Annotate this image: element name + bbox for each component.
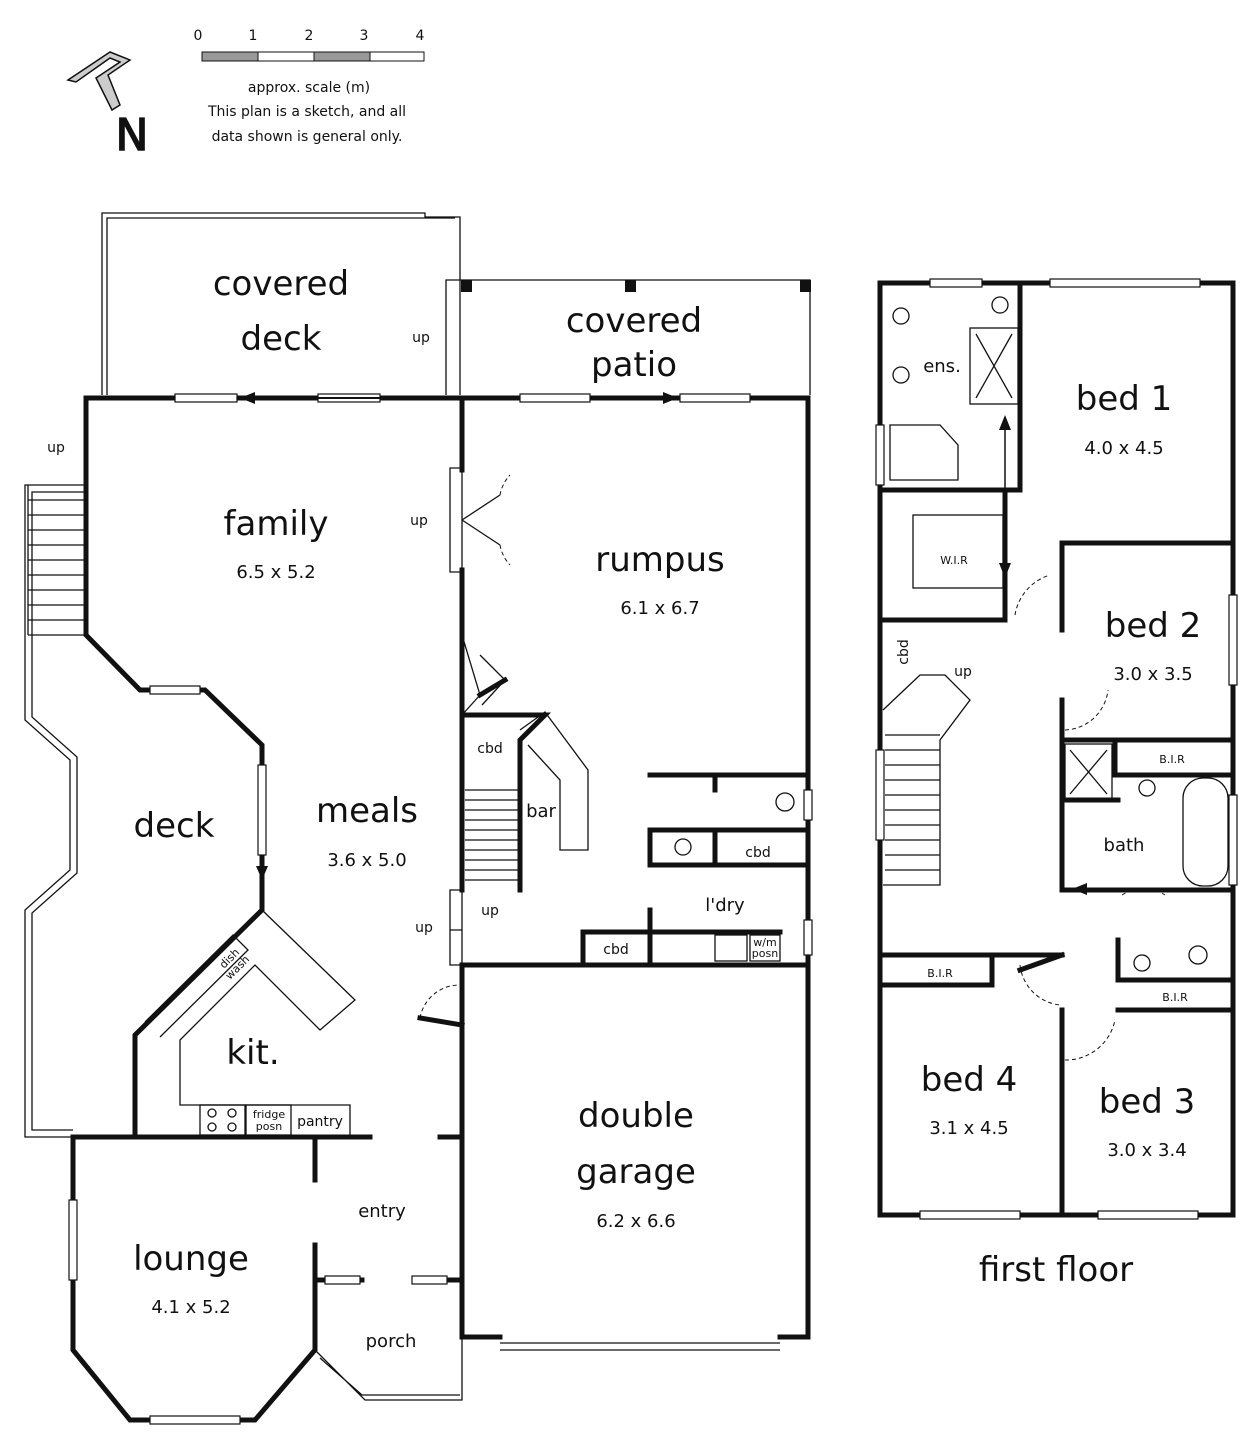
scale-tick: 4	[416, 28, 425, 44]
deck-label: deck	[134, 806, 215, 846]
stairs-up-label: up	[954, 664, 972, 680]
ground-floor	[24, 212, 813, 1425]
disclaimer: This plan is a sketch, and all	[207, 104, 406, 120]
garage-label: garage	[576, 1152, 696, 1192]
family-dimensions: 6.5 x 5.2	[236, 562, 315, 583]
meals-label: meals	[316, 791, 418, 831]
north-letter: N	[116, 110, 149, 161]
bed3-dimensions: 3.0 x 3.4	[1107, 1140, 1186, 1161]
lounge-dimensions: 4.1 x 5.2	[151, 1297, 230, 1318]
pantry-label: pantry	[297, 1114, 343, 1130]
scale-tick: 3	[360, 28, 369, 44]
family-label: family	[224, 504, 329, 544]
first-floor-labels: bed 1 4.0 x 4.5 bed 2 3.0 x 3.5 bed 3 3.…	[896, 356, 1201, 1290]
bed1-label: bed 1	[1076, 379, 1173, 419]
scale-bar: 0 1 2 3 4 approx. scale (m) This plan is…	[194, 28, 425, 145]
bed4-dimensions: 3.1 x 4.5	[929, 1118, 1008, 1139]
fridge-label: posn	[256, 1120, 282, 1133]
ensuite-label: ens.	[923, 356, 961, 377]
covered-patio-label: patio	[591, 345, 677, 385]
scale-tick: 1	[249, 28, 258, 44]
scale-label: approx. scale (m)	[248, 80, 370, 96]
bar-label: bar	[526, 801, 556, 822]
kitchen-label: kit.	[226, 1033, 279, 1073]
covered-deck-label: covered	[213, 264, 349, 304]
laundry-label: l'dry	[705, 895, 745, 916]
wir-label: W.I.R	[940, 554, 968, 567]
washing-machine-label: w/m	[753, 936, 776, 949]
rumpus-dimensions: 6.1 x 6.7	[620, 598, 699, 619]
entry-label: entry	[358, 1201, 406, 1222]
cbd-label: cbd	[745, 845, 770, 861]
bath-label: bath	[1104, 835, 1145, 856]
stairs-up-label: up	[415, 920, 433, 936]
stairs-up-label: up	[410, 513, 428, 529]
garage-label: double	[578, 1096, 694, 1136]
rumpus-label: rumpus	[595, 540, 725, 580]
bed2-dimensions: 3.0 x 3.5	[1113, 664, 1192, 685]
covered-patio-label: covered	[566, 301, 702, 341]
bir-label: B.I.R	[1162, 991, 1188, 1004]
bed2-label: bed 2	[1105, 606, 1202, 646]
fridge-label: fridge	[253, 1108, 285, 1121]
cbd-label: cbd	[603, 942, 628, 958]
ground-floor-labels: covered deck covered patio family 6.5 x …	[47, 264, 778, 1352]
lounge-label: lounge	[133, 1239, 249, 1279]
meals-dimensions: 3.6 x 5.0	[327, 850, 406, 871]
bed4-label: bed 4	[921, 1060, 1018, 1100]
north-arrow-icon: N	[66, 51, 149, 162]
stairs-up-label: up	[481, 903, 499, 919]
washing-machine-label: posn	[752, 947, 778, 960]
cbd-label: cbd	[896, 639, 912, 664]
stairs-up-label: up	[412, 330, 430, 346]
disclaimer: data shown is general only.	[212, 129, 403, 145]
stairs-up-label: up	[47, 440, 65, 456]
bir-label: B.I.R	[1159, 753, 1185, 766]
garage-dimensions: 6.2 x 6.6	[596, 1211, 675, 1232]
first-floor-title: first floor	[979, 1250, 1133, 1290]
covered-deck-label: deck	[241, 319, 322, 359]
scale-tick: 2	[305, 28, 314, 44]
scale-tick: 0	[194, 28, 203, 44]
bir-label: B.I.R	[927, 967, 953, 980]
bed3-label: bed 3	[1099, 1082, 1196, 1122]
cbd-label: cbd	[477, 741, 502, 757]
porch-label: porch	[366, 1331, 417, 1352]
bed1-dimensions: 4.0 x 4.5	[1084, 438, 1163, 459]
first-floor	[875, 278, 1238, 1220]
